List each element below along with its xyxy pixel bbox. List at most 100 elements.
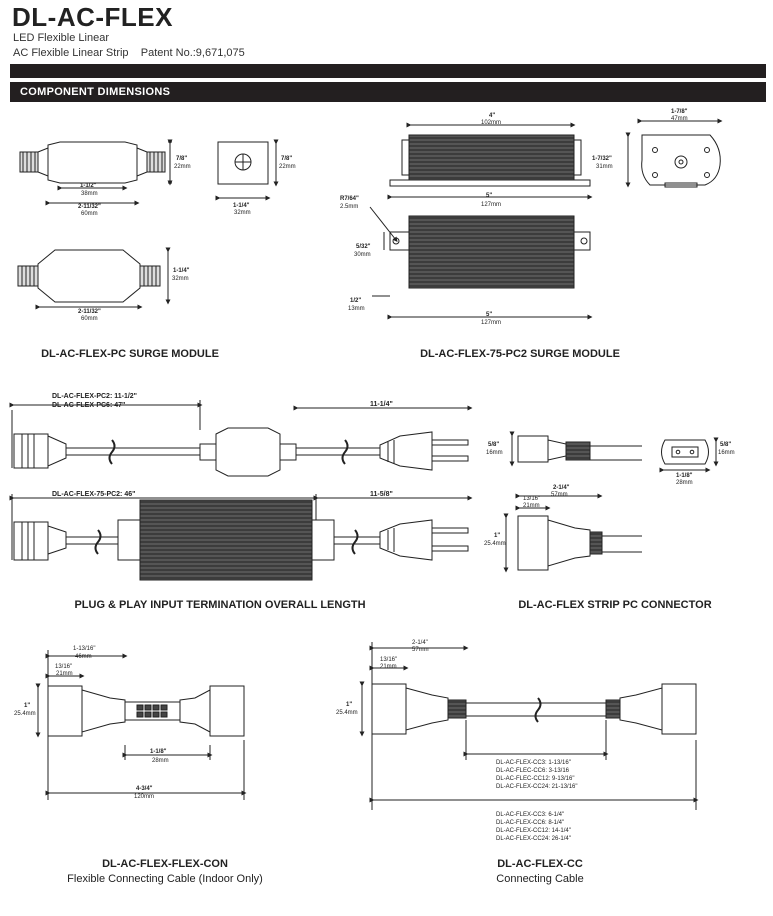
dim-flexcon-total-mm: 120mm: [134, 794, 154, 800]
dim-strip-plug-head-mm: 21mm: [523, 503, 540, 509]
plug-pc6-length: DL-AC-FLEX-PC6: 47": [52, 402, 125, 409]
cc-list2-item: DL-AC-FLEX-CC24: 26-1/4": [496, 836, 571, 842]
surge-75-end-view: [625, 118, 723, 188]
plug-75-assembly: [9, 494, 473, 581]
caption-surge-pc: DL-AC-FLEX-PC SURGE MODULE: [41, 348, 219, 360]
dim-surge-75-offset-in: 1/2": [350, 298, 361, 304]
caption-surge-75: DL-AC-FLEX-75-PC2 SURGE MODULE: [420, 348, 620, 360]
dim-surge-pc-side-length-in: 2-11/32": [78, 309, 101, 315]
strip-connector-plug-view: [503, 493, 642, 573]
page-title: DL-AC-FLEX: [12, 2, 173, 32]
dim-surge-pc-end-height-mm: 22mm: [279, 164, 296, 170]
subcaption-cc: Connecting Cable: [496, 873, 584, 885]
dim-surge-pc-side-length-mm: 60mm: [81, 316, 98, 322]
dim-surge-75-top-length-mm: 127mm: [481, 320, 501, 326]
subtitle-product: LED Flexible Linear: [13, 32, 109, 44]
dim-surge-75-top-length-in: 5": [486, 312, 492, 318]
dim-surge-75-end-width-in: 1-7/8": [671, 109, 688, 115]
dim-flexcon-head-in: 1-13/16": [73, 646, 95, 652]
cc-list2-item: DL-AC-FLEX-CC12: 14-1/4": [496, 828, 571, 834]
dim-cc-head-mm: 57mm: [412, 647, 429, 653]
header-divider-bar: [10, 64, 766, 78]
dim-cc-head-in: 2-1/4": [412, 640, 428, 646]
dim-surge-75-tab-mm: 30mm: [354, 252, 371, 258]
dim-surge-75-length-mm: 127mm: [481, 202, 501, 208]
dim-strip-plug-height-mm: 25.4mm: [484, 541, 506, 547]
dim-surge-75-body-in: 4": [489, 113, 495, 119]
dim-surge-pc-height-in: 7/8": [176, 156, 187, 162]
strip-connector-end-view: [659, 437, 719, 473]
section-title: COMPONENT DIMENSIONS: [20, 86, 171, 98]
dim-cc-cap-in: 13/16": [380, 657, 397, 663]
caption-plug: PLUG & PLAY INPUT TERMINATION OVERALL LE…: [74, 599, 366, 611]
dim-surge-75-tab-in: 5/32": [356, 244, 371, 250]
dim-surge-pc-end-width-mm: 32mm: [234, 210, 251, 216]
strip-connector-side-view: [509, 431, 642, 467]
dim-surge-75-end-width-mm: 47mm: [671, 116, 688, 122]
dim-surge-75-end-height-in: 1-7/32": [592, 156, 612, 162]
plug-75-length: DL-AC-FLEX-75-PC2: 46": [52, 491, 135, 498]
dim-surge-pc-end-height-in: 7/8": [281, 156, 292, 162]
cc-list1-item: DL-AC-FLEC-CC6: 3-13/16: [496, 768, 570, 774]
dim-flexcon-height-mm: 25.4mm: [14, 711, 36, 717]
plug-pc2-length: DL-AC-FLEX-PC2: 11-1/2": [52, 393, 137, 400]
dim-flexcon-mid-in: 1-1/8": [150, 749, 167, 755]
dim-strip-plug-length-mm: 57mm: [551, 492, 568, 498]
dim-surge-75-radius-in: R7/64": [340, 196, 359, 202]
dim-surge-75-end-height-mm: 31mm: [596, 164, 613, 170]
plug-pc2-cord-length: 11-1/4": [370, 401, 393, 408]
dim-strip-end-height-in: 5/8": [720, 442, 731, 448]
dim-surge-75-offset-mm: 13mm: [348, 306, 365, 312]
dim-surge-pc-height-mm: 22mm: [174, 164, 191, 170]
dim-flexcon-cap-in: 13/16": [55, 664, 72, 670]
cc-list1-item: DL-AC-FLEC-CC12: 9-13/16": [496, 776, 575, 782]
dim-surge-pc-side-height-mm: 32mm: [172, 276, 189, 282]
plug-pc2-assembly: [9, 400, 473, 477]
cc-list2-item: DL-AC-FLEX-CC3: 6-1/4": [496, 812, 564, 818]
surge-pc-top-view: [19, 139, 173, 206]
subcaption-flexcon: Flexible Connecting Cable (Indoor Only): [67, 873, 263, 885]
dim-surge-pc-length-mm: 60mm: [81, 211, 98, 217]
cc-length-list-1: DL-AC-FLEX-CC3: 1-13/16" DL-AC-FLEC-CC6:…: [496, 760, 578, 790]
caption-cc: DL-AC-FLEX-CC: [497, 858, 583, 870]
dim-flexcon-total-in: 4-3/4": [136, 786, 153, 792]
dim-surge-pc-side-height-in: 1-1/4": [173, 268, 190, 274]
dim-flexcon-height-in: 1": [24, 703, 30, 709]
subtitle-patent: AC Flexible Linear Strip Patent No.:9,67…: [13, 47, 245, 59]
cc-list1-item: DL-AC-FLEX-CC24: 21-13/16": [496, 784, 578, 790]
dim-strip-plug-length-in: 2-1/4": [553, 485, 570, 491]
dim-flexcon-head-mm: 46mm: [75, 654, 92, 660]
dim-strip-plug-height-in: 1": [494, 533, 500, 539]
surge-pc-side-view: [17, 247, 171, 310]
surge-75-top-view: [369, 206, 593, 320]
dim-cc-height-mm: 25.4mm: [336, 710, 358, 716]
caption-flexcon: DL-AC-FLEX-FLEX-CON: [102, 858, 228, 870]
dim-flexcon-mid-mm: 28mm: [152, 758, 169, 764]
dim-cc-cap-mm: 21mm: [380, 664, 397, 670]
surge-75-side-view: [387, 122, 593, 200]
flexcon-drawing: [35, 650, 247, 800]
dim-surge-75-radius-mm: 2.5mm: [340, 204, 358, 210]
section-bar: COMPONENT DIMENSIONS: [10, 82, 766, 102]
dim-surge-pc-body-in: 1-1/2": [80, 183, 97, 189]
dim-strip-end-height-mm: 16mm: [718, 450, 735, 456]
dim-surge-pc-end-width-in: 1-1/4": [233, 203, 250, 209]
dim-strip-end-width-in: 1-1/8": [676, 473, 693, 479]
dim-surge-75-body-mm: 102mm: [481, 120, 501, 126]
cc-length-list-2: DL-AC-FLEX-CC3: 6-1/4" DL-AC-FLEX-CC6: 8…: [496, 812, 571, 842]
dim-cc-height-in: 1": [346, 702, 352, 708]
caption-strip: DL-AC-FLEX STRIP PC CONNECTOR: [518, 599, 712, 611]
dim-strip-plug-head-in: 13/16": [523, 496, 540, 502]
dim-strip-end-width-mm: 28mm: [676, 480, 693, 486]
plug-75-cord-length: 11-5/8": [370, 491, 393, 498]
dim-strip-height-mm: 16mm: [486, 450, 503, 456]
surge-pc-end-view: [215, 139, 279, 201]
dim-surge-pc-body-mm: 38mm: [81, 191, 98, 197]
cc-list1-item: DL-AC-FLEX-CC3: 1-13/16": [496, 760, 571, 766]
dim-surge-75-length-in: 5": [486, 193, 492, 199]
cc-drawing: [359, 642, 699, 810]
cc-list2-item: DL-AC-FLEX-CC6: 8-1/4": [496, 820, 564, 826]
dim-surge-pc-length-in: 2-11/32": [78, 204, 101, 210]
dim-strip-height-in: 5/8": [488, 442, 499, 448]
